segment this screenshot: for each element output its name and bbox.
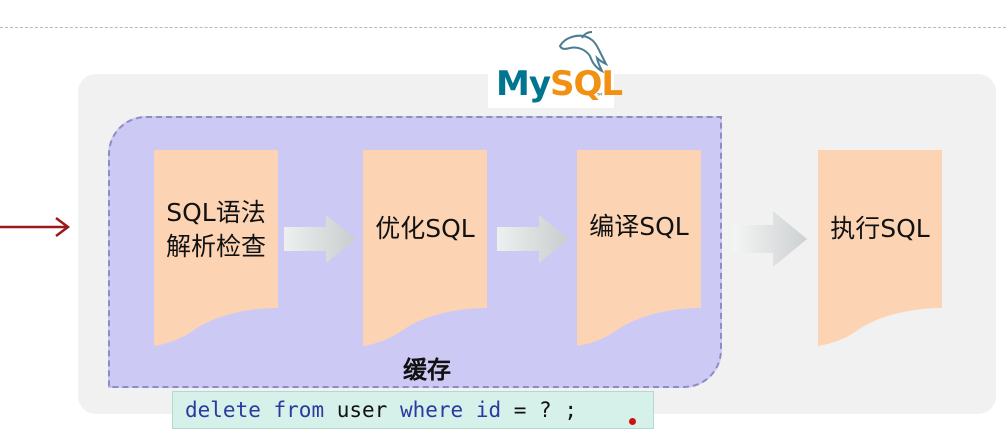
document-shape (363, 150, 487, 346)
code-token: delete (185, 398, 261, 422)
document-shape (818, 150, 942, 346)
document-shape (154, 150, 278, 346)
code-token: id (475, 398, 502, 422)
pointer-dot (629, 418, 636, 425)
step-compile-label: 编译SQL (589, 212, 689, 241)
step-execute: 执行SQL (818, 150, 942, 346)
step-parse-check-line2: 解析检查 (165, 232, 266, 261)
step-optimize-label: 优化SQL (375, 214, 475, 243)
code-token: = ? ; (501, 398, 577, 422)
step-execute-label: 执行SQL (830, 214, 930, 243)
code-token (463, 398, 476, 422)
code-token: from (273, 398, 325, 422)
dolphin-icon (558, 31, 608, 74)
flow-arrow-icon (497, 215, 569, 263)
cache-label: 缓存 (403, 356, 451, 384)
document-shape (577, 150, 701, 346)
flow-arrow-icon (284, 215, 356, 263)
logo-trademark: ™ (596, 92, 604, 101)
logo-sql-text: SQL (550, 64, 623, 104)
top-dashed-divider (0, 27, 1006, 28)
code-token: where (399, 398, 464, 422)
mysql-logo-text: MySQL (496, 64, 623, 104)
sql-statement: delete from user where id = ? ; (172, 391, 654, 429)
mysql-logo (488, 58, 614, 108)
flow-arrow-icon (733, 211, 807, 267)
logo-my-text: My (496, 64, 551, 104)
step-parse-check: SQL语法 解析检查 (154, 150, 278, 346)
step-optimize: 优化SQL (363, 150, 487, 346)
step-compile: 编译SQL (577, 150, 701, 346)
step-parse-check-line1: SQL语法 (166, 198, 266, 227)
entry-arrow-icon (0, 217, 71, 237)
code-token: user (324, 398, 400, 422)
code-token (261, 398, 274, 422)
